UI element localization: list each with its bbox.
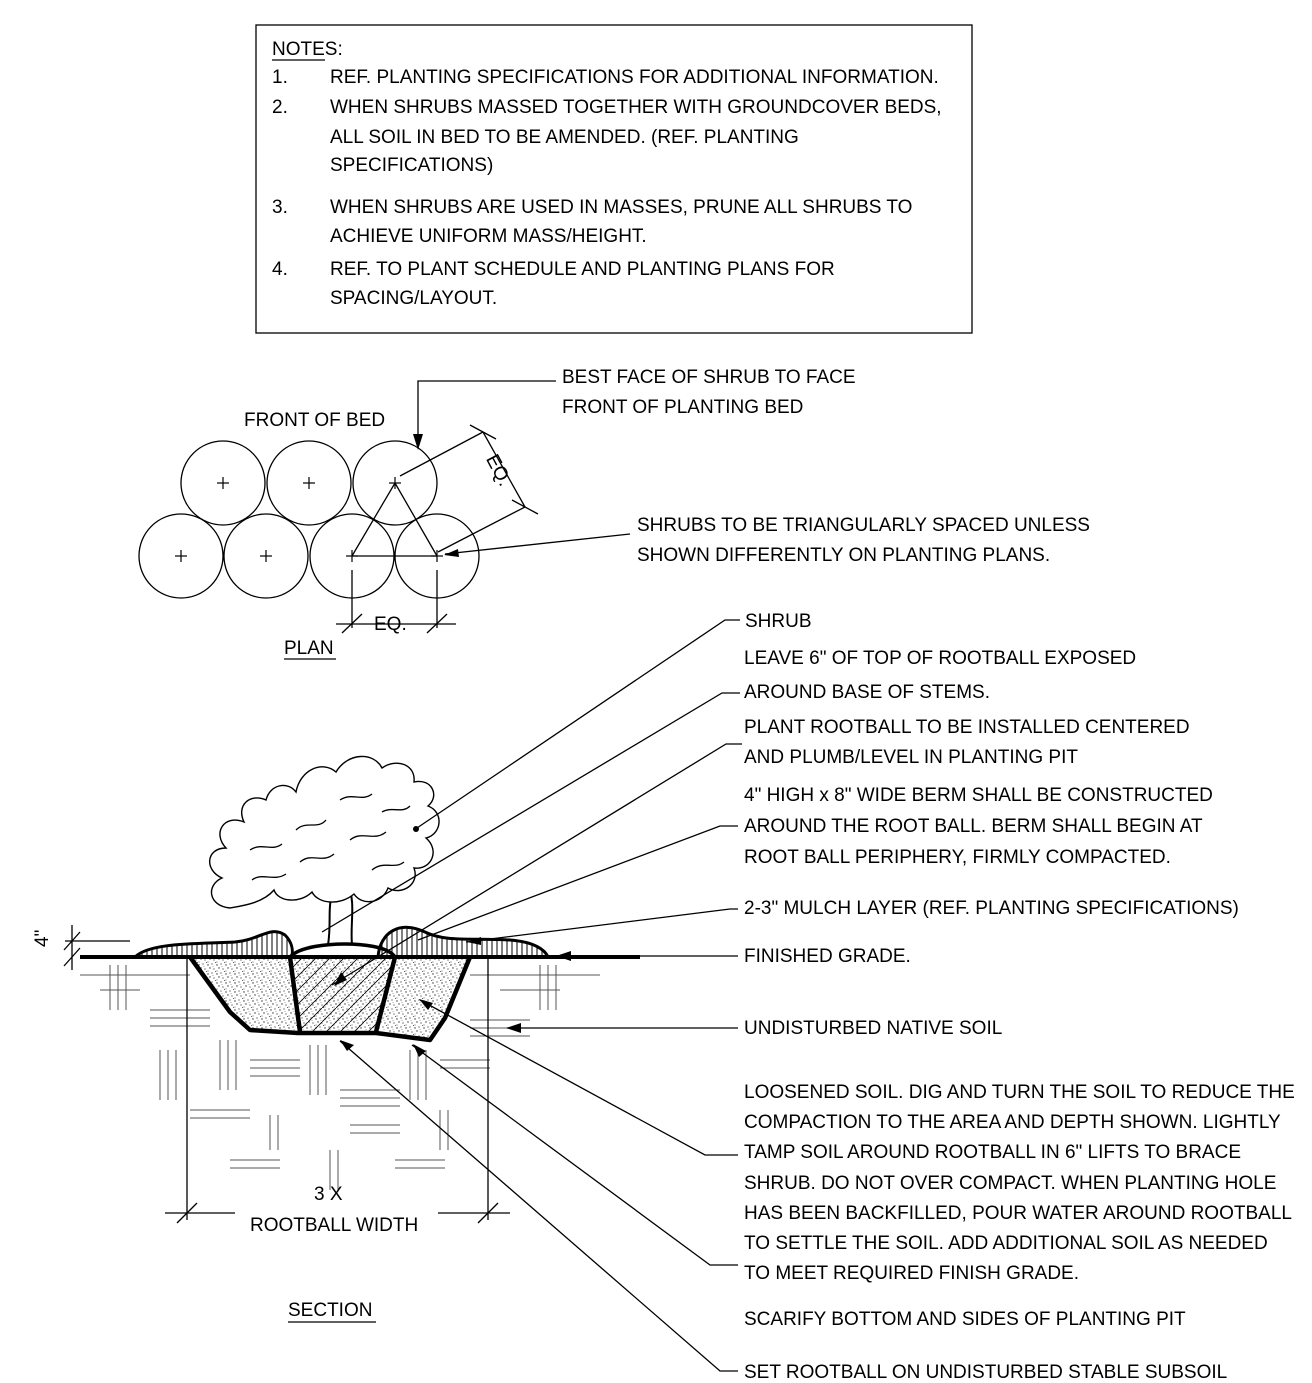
width-dimension (165, 957, 510, 1224)
label-loosened-7: TO MEET REQUIRED FINISH GRADE. (744, 1263, 1079, 1284)
triangle-spacing-lines (351, 482, 438, 557)
eq-diagonal-label: EQ. (481, 451, 515, 490)
eq-horizontal-dimension (336, 570, 456, 634)
section-title: SECTION (288, 1300, 372, 1321)
plan-shrub (180, 440, 266, 526)
label-set: SET ROOTBALL ON UNDISTURBED STABLE SUBSO… (744, 1362, 1227, 1383)
best-face-line-2: FRONT OF PLANTING BED (562, 397, 803, 418)
label-berm-1: 4" HIGH x 8" WIDE BERM SHALL BE CONSTRUC… (744, 785, 1213, 806)
notes-heading: NOTES: (272, 39, 343, 60)
native-soil-hatching (80, 965, 600, 1190)
eq-diagonal-dimension (399, 424, 539, 553)
label-loosened-3: TAMP SOIL AROUND ROOTBALL IN 6" LIFTS TO… (744, 1142, 1241, 1163)
label-plant-2: AND PLUMB/LEVEL IN PLANTING PIT (744, 747, 1078, 768)
notes-box: NOTES: 1. REF. PLANTING SPECIFICATIONS F… (255, 24, 973, 334)
label-shrub: SHRUB (745, 611, 812, 632)
triangular-leader (444, 533, 631, 555)
right-berm (376, 925, 551, 959)
plan-shrub (138, 513, 224, 599)
label-loosened-6: TO SETTLE THE SOIL. ADD ADDITIONAL SOIL … (744, 1233, 1268, 1254)
label-berm-3: ROOT BALL PERIPHERY, FIRMLY COMPACTED. (744, 847, 1171, 868)
pit-outline (188, 955, 473, 1043)
label-leave-1: LEAVE 6" OF TOP OF ROOTBALL EXPOSED (744, 648, 1136, 669)
label-mulch: 2-3" MULCH LAYER (REF. PLANTING SPECIFIC… (744, 898, 1239, 919)
note-2-line-1: WHEN SHRUBS MASSED TOGETHER WITH GROUNDC… (330, 97, 942, 118)
plan-center-marks (175, 477, 443, 562)
triangular-line-2: SHOWN DIFFERENTLY ON PLANTING PLANS. (637, 545, 1050, 566)
note-3-line-1: WHEN SHRUBS ARE USED IN MASSES, PRUNE AL… (330, 197, 912, 218)
eq-horizontal-label: EQ. (374, 614, 407, 635)
height-dimension-label: 4" (32, 930, 53, 947)
plan-shrub (223, 513, 309, 599)
plan-shrub (266, 440, 352, 526)
note-2-line-3: SPECIFICATIONS) (330, 155, 493, 176)
label-leave-2: AROUND BASE OF STEMS. (744, 682, 990, 703)
best-face-arrowhead (413, 434, 423, 450)
plan-view: FRONT OF BED BEST FACE OF SHRUB TO FACE … (138, 367, 1090, 660)
label-grade: FINISHED GRADE. (744, 946, 911, 967)
triangular-line-1: SHRUBS TO BE TRIANGULARLY SPACED UNLESS (637, 515, 1090, 536)
note-4-line-1: REF. TO PLANT SCHEDULE AND PLANTING PLAN… (330, 259, 835, 280)
note-1-num: 1. (272, 67, 288, 88)
note-1-line-1: REF. PLANTING SPECIFICATIONS FOR ADDITIO… (330, 67, 939, 88)
width-dimension-line-2: ROOTBALL WIDTH (250, 1215, 418, 1236)
label-loosened-2: COMPACTION TO THE AREA AND DEPTH SHOWN. … (744, 1112, 1281, 1133)
height-dimension (63, 925, 130, 970)
best-face-line-1: BEST FACE OF SHRUB TO FACE (562, 367, 856, 388)
note-2-num: 2. (272, 97, 288, 118)
label-plant-1: PLANT ROOTBALL TO BE INSTALLED CENTERED (744, 717, 1190, 738)
plan-title: PLAN (284, 638, 334, 659)
label-loosened-1: LOOSENED SOIL. DIG AND TURN THE SOIL TO … (744, 1082, 1295, 1103)
label-native: UNDISTURBED NATIVE SOIL (744, 1018, 1002, 1039)
note-3-line-2: ACHIEVE UNIFORM MASS/HEIGHT. (330, 226, 647, 247)
label-scarify: SCARIFY BOTTOM AND SIDES OF PLANTING PIT (744, 1309, 1186, 1330)
label-loosened-4: SHRUB. DO NOT OVER COMPACT. WHEN PLANTIN… (744, 1173, 1276, 1194)
note-4-line-2: SPACING/LAYOUT. (330, 288, 497, 309)
left-berm (131, 930, 294, 959)
label-loosened-5: HAS BEEN BACKFILLED, POUR WATER AROUND R… (744, 1203, 1292, 1224)
front-of-bed-label: FRONT OF BED (244, 410, 385, 431)
section-arrowheads (334, 937, 571, 1057)
width-dimension-line-1: 3 X (314, 1184, 343, 1205)
section-leaders (321, 619, 742, 1372)
label-berm-2: AROUND THE ROOT BALL. BERM SHALL BEGIN A… (744, 816, 1203, 837)
shrub-canopy (209, 755, 440, 909)
note-2-line-2: ALL SOIL IN BED TO BE AMENDED. (REF. PLA… (330, 127, 799, 148)
plan-shrub (352, 440, 438, 526)
note-4-num: 4. (272, 259, 288, 280)
shrub-canopy-detail (249, 793, 411, 881)
plan-shrub-circles (138, 440, 480, 599)
best-face-leader (417, 380, 556, 440)
rootball (290, 957, 395, 1032)
note-3-num: 3. (272, 197, 288, 218)
section-view: SHRUB LEAVE 6" OF TOP OF ROOTBALL EXPOSE… (32, 611, 1295, 1383)
